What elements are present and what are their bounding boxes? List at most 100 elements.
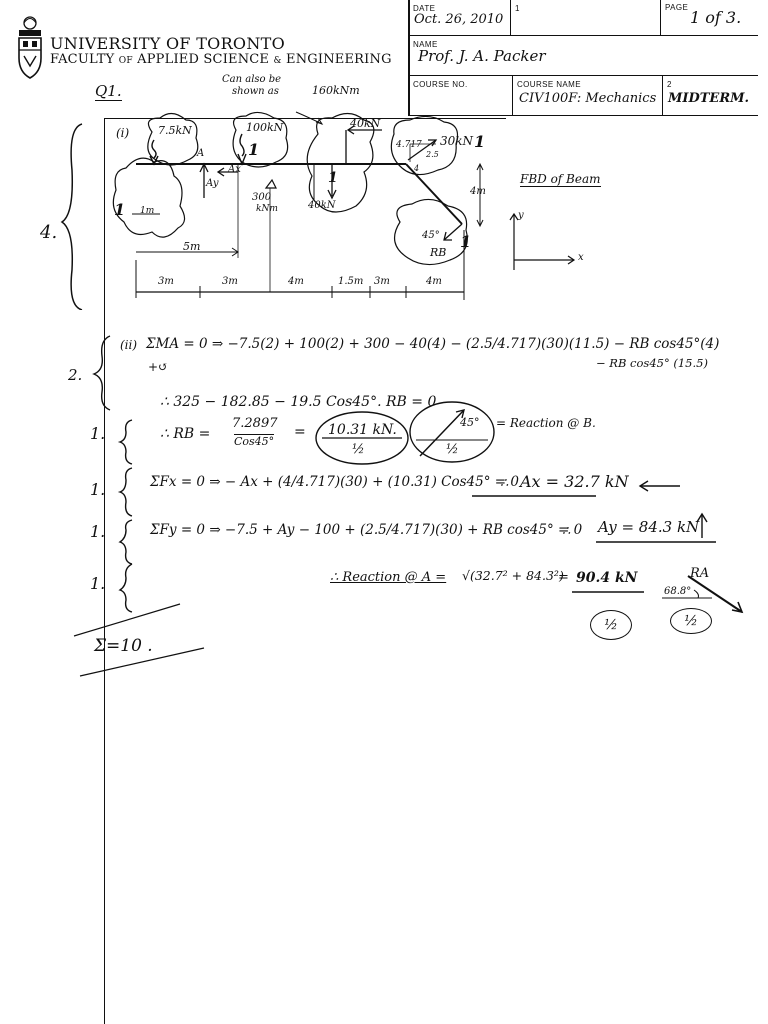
- rb-half-mark: ½: [352, 442, 365, 457]
- load-30kn: 30kN: [440, 134, 474, 148]
- rb-reaction-note: = Reaction @ B.: [496, 416, 596, 430]
- ra-sqrt: √(32.7² + 84.3²): [462, 568, 564, 583]
- margin-mark-ra: 1.: [90, 574, 106, 593]
- load-7-5kn: 7.5kN: [158, 124, 192, 137]
- ax-result: Ax = 32.7 kN: [520, 472, 629, 491]
- ax-label: Ax: [228, 164, 241, 175]
- dim-2-5: 2.5: [426, 150, 439, 159]
- margin-mark-fy: 1.: [90, 522, 106, 541]
- cloud-mark-100kn: 1: [248, 140, 260, 159]
- rb-half-mark-2: ½: [446, 442, 459, 457]
- dim-4-small: 4: [414, 164, 420, 173]
- ra-angle: 68.8°: [664, 586, 692, 597]
- rb-label: RB: [430, 246, 447, 259]
- dim-3m-1: 3m: [158, 276, 174, 287]
- fx-therefore: ∴: [500, 476, 509, 491]
- note-line1: Can also be: [222, 74, 282, 85]
- fbd-title: FBD of Beam: [520, 172, 601, 187]
- cloud-40kn: [306, 112, 375, 213]
- fx-equation: ΣFx = 0 ⇒ − Ax + (4/4.717)(30) + (10.31)…: [150, 474, 519, 490]
- ra-half-mark-2: ½: [670, 608, 712, 634]
- cloud-mark-30kn: 1: [474, 132, 486, 151]
- ay-result: Ay = 84.3 kN: [598, 518, 700, 536]
- cloud-mark-rb: 1: [460, 232, 472, 251]
- ra-lhs: ∴ Reaction @ A =: [330, 570, 447, 585]
- rb-denominator: Cos45°: [234, 434, 275, 448]
- moment-equation: ΣMA = 0 ⇒ −7.5(2) + 100(2) + 300 − 40(4)…: [146, 336, 720, 352]
- ay-label: Ay: [206, 178, 219, 189]
- margin-mark-2: 2.: [68, 366, 83, 384]
- course-no-label: COURSE NO.: [413, 80, 468, 89]
- page-value: 1 of 3.: [690, 8, 742, 27]
- field2-value: MIDTERM.: [668, 91, 750, 106]
- dim-5m: 5m: [183, 240, 201, 253]
- course-name-label: COURSE NAME: [517, 80, 581, 89]
- dim-4-717: 4.717: [396, 140, 422, 150]
- cloud-mark-left: 1: [114, 200, 126, 219]
- cloud-100kn: [232, 111, 289, 168]
- dim-4m: 4m: [288, 276, 304, 287]
- sign-convention: +↺: [148, 360, 169, 374]
- field1-label: 1: [515, 4, 520, 13]
- part-ii-label: (ii): [120, 338, 138, 352]
- cloud-mark-40kn: 1: [328, 170, 338, 186]
- date-label: DATE: [413, 4, 436, 13]
- dim-1m: 1m: [140, 206, 155, 216]
- margin-mark-fx: 1.: [90, 480, 106, 499]
- angle-45-label: 45°: [422, 230, 440, 241]
- university-name: UNIVERSITY OF TORONTO: [50, 34, 286, 53]
- part-i-label: (i): [116, 126, 130, 140]
- total-marks: Σ=10 .: [94, 636, 153, 656]
- calc-annotations: [73, 335, 744, 677]
- ra-value: 90.4 kN: [576, 570, 638, 586]
- moment-equation-cont: − RB cos45° (15.5): [596, 356, 708, 370]
- ra-label: RA: [690, 566, 710, 581]
- point-a-label: A: [197, 148, 205, 159]
- top-rule-line: [104, 118, 506, 120]
- university-crest-icon: [18, 16, 42, 79]
- dim-4m-2: 4m: [426, 276, 442, 287]
- simplified-equation: ∴ 325 − 182.85 − 19.5 Cos45°. RB = 0: [160, 394, 437, 410]
- faculty-name: FACULTY OF APPLIED SCIENCE & ENGINEERING: [50, 52, 392, 67]
- axis-y-label: y: [518, 210, 524, 221]
- cloud-left: [112, 157, 186, 238]
- fy-therefore: ∴: [562, 524, 571, 539]
- ra-equals: =: [558, 570, 569, 585]
- load-40kn-bottom: 40kN: [308, 200, 336, 211]
- field2-label: 2: [667, 80, 672, 89]
- load-100kn: 100kN: [246, 121, 284, 134]
- fbd-diagram: [60, 111, 576, 310]
- question-label: Q1.: [95, 82, 122, 101]
- margin-mark-4: 4.: [40, 222, 58, 243]
- ra-half-mark-1: ½: [590, 610, 632, 640]
- dim-3m-2: 3m: [222, 276, 238, 287]
- note-value: 160kNm: [312, 84, 360, 97]
- fy-equation: ΣFy = 0 ⇒ −7.5 + Ay − 100 + (2.5/4.717)(…: [150, 522, 583, 538]
- moment-300: 300: [252, 192, 272, 203]
- name-value: Prof. J. A. Packer: [418, 47, 546, 65]
- faculty-amp: &: [273, 56, 282, 66]
- dim-1-5m: 1.5m: [338, 276, 364, 287]
- margin-mark-rb: 1.: [90, 424, 106, 443]
- date-value: Oct. 26, 2010: [414, 12, 504, 27]
- left-margin-line: [104, 118, 106, 1024]
- rb-value: 10.31 kN.: [328, 422, 397, 438]
- rb-equals: =: [294, 424, 306, 440]
- faculty-of-word: OF: [118, 56, 133, 66]
- moment-300-unit: kNm: [256, 204, 278, 214]
- rb-numerator: 7.2897: [232, 416, 278, 431]
- dim-4m-right: 4m: [470, 186, 486, 197]
- faculty-engineering-word: ENGINEERING: [286, 52, 392, 67]
- note-line2: shown as: [232, 86, 279, 97]
- page-label: PAGE: [665, 3, 689, 12]
- dim-3m-3: 3m: [374, 276, 390, 287]
- load-40kn-top: 40kN: [350, 117, 381, 130]
- course-name-value: CIV100F: Mechanics: [519, 91, 657, 106]
- margin-brace-4: [60, 123, 83, 310]
- name-label: NAME: [413, 40, 438, 49]
- axis-x-label: x: [578, 252, 584, 263]
- rb-angle: 45°: [460, 416, 480, 429]
- faculty-word: FACULTY: [50, 52, 115, 67]
- faculty-applied-word: APPLIED SCIENCE: [137, 52, 270, 67]
